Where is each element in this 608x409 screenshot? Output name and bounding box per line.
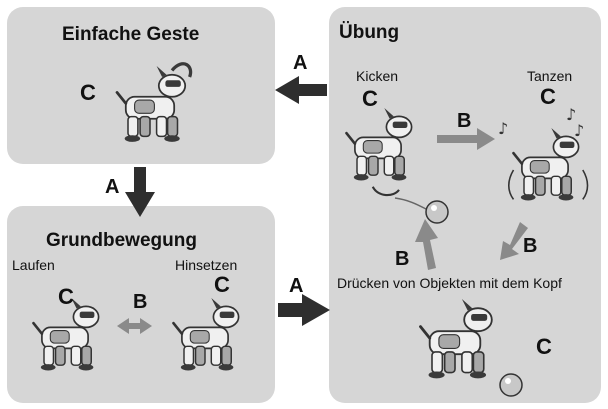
svg-text:♪: ♪ — [574, 121, 584, 140]
robot-simple-gesture — [115, 62, 193, 144]
arrow-exercise-to-gesture-label: A — [293, 52, 308, 74]
dance-label: Tanzen — [527, 68, 573, 84]
arrow-push-to-kick — [415, 219, 438, 270]
walk-label: Laufen — [12, 257, 55, 273]
robot-pushing — [419, 297, 494, 380]
svg-text:♪: ♪ — [566, 105, 576, 124]
arrow-exercise-to-gesture — [275, 76, 327, 104]
arrow-gesture-to-basic — [125, 167, 155, 217]
walk-sit-link-code: B — [133, 291, 148, 313]
simple-gesture-title: Einfache Geste — [62, 24, 200, 45]
ball-push — [499, 373, 523, 397]
push-code: C — [536, 334, 552, 359]
arrow-walk-sit — [117, 318, 152, 334]
kick-label: Kicken — [356, 68, 399, 84]
panel-simple-gesture — [7, 7, 275, 164]
arrow-basic-to-exercise-label: A — [289, 275, 304, 297]
walk-code: C — [58, 284, 74, 309]
robot-sitting — [172, 296, 240, 372]
svg-text:♪: ♪ — [498, 119, 508, 138]
arrow-dance-to-push — [500, 222, 528, 260]
sit-label: Hinsetzen — [175, 257, 238, 273]
simple-gesture-code: C — [80, 80, 96, 105]
dance-push-link-code: B — [523, 235, 538, 257]
dance-code: C — [540, 84, 556, 109]
arrow-kick-to-dance — [437, 128, 495, 150]
sit-code: C — [214, 272, 230, 297]
arrow-basic-to-exercise — [278, 294, 330, 326]
music-notes: ♪ ♪ ♪ — [498, 105, 584, 140]
exercise-title: Übung — [339, 22, 400, 43]
push-kick-link-code: B — [395, 248, 410, 270]
robot-kicking — [345, 106, 413, 197]
ball-kick — [394, 197, 449, 224]
kick-dance-link-code: B — [457, 110, 472, 132]
basic-movement-title: Grundbewegung — [46, 230, 197, 251]
kick-code: C — [362, 86, 378, 111]
robot-dancing — [507, 126, 589, 202]
push-label: Drücken von Objekten mit dem Kopf — [337, 275, 562, 291]
arrow-gesture-to-basic-label: A — [105, 176, 120, 198]
panel-basic-movement — [7, 206, 275, 403]
